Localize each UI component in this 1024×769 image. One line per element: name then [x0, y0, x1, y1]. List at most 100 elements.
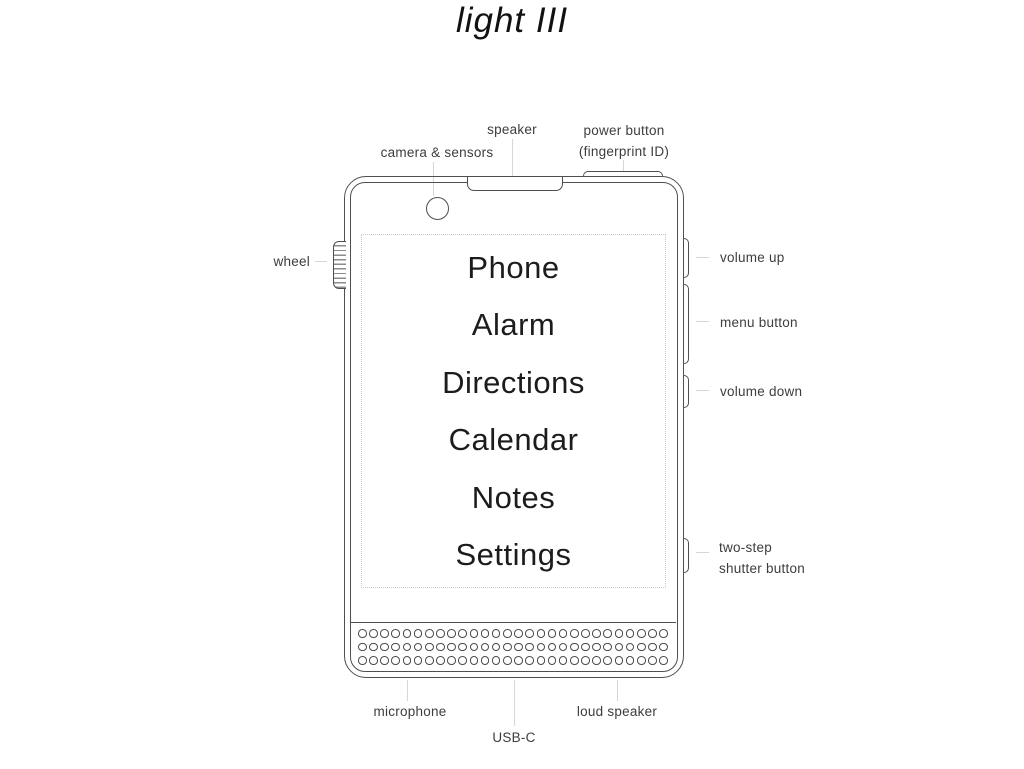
- grille-hole: [603, 656, 613, 665]
- grille-hole: [458, 629, 467, 638]
- grille-hole: [391, 629, 401, 638]
- grille-hole: [402, 629, 412, 638]
- grille-hole: [503, 629, 512, 638]
- grille-hole: [391, 642, 401, 652]
- grille-hole: [402, 642, 412, 652]
- grille-hole: [458, 656, 467, 665]
- grille-row: [358, 629, 668, 638]
- grille-hole: [447, 629, 456, 638]
- grille-hole: [536, 629, 546, 638]
- camera-connector-line: [433, 162, 434, 196]
- phone-body-outline: [344, 176, 684, 678]
- loud-speaker-label: loud speaker: [576, 704, 658, 719]
- grille-hole: [424, 656, 434, 665]
- power-button-label: power button (fingerprint ID): [579, 121, 669, 162]
- grille-hole: [569, 656, 579, 665]
- grille-hole: [369, 642, 378, 652]
- grille-hole: [447, 656, 456, 665]
- grille-hole: [525, 629, 534, 638]
- volume-up-connector-line: [696, 257, 709, 258]
- grille-hole: [503, 642, 512, 652]
- grille-hole: [424, 642, 434, 652]
- grille-hole: [547, 629, 557, 638]
- grille-hole: [491, 656, 501, 665]
- grille-hole: [536, 656, 546, 665]
- usb-c-connector-line: [514, 680, 515, 726]
- grille-hole: [358, 642, 367, 652]
- grille-hole: [436, 642, 445, 652]
- camera-sensors-label: camera & sensors: [380, 145, 494, 160]
- grille-hole: [413, 642, 423, 652]
- grille-hole: [380, 629, 389, 638]
- grille-hole: [648, 656, 657, 665]
- grille-hole: [380, 656, 389, 665]
- power-button: [583, 171, 663, 177]
- power-button-label-line1: power button: [583, 123, 665, 138]
- shutter-button-label-line2: shutter button: [719, 560, 806, 576]
- wheel-connector-line: [315, 261, 327, 262]
- grille-hole: [436, 629, 445, 638]
- grille-hole: [603, 642, 613, 652]
- grille-hole: [558, 642, 568, 652]
- grille-hole: [525, 656, 534, 665]
- grille-hole: [558, 629, 568, 638]
- speaker-connector-line: [512, 139, 513, 183]
- grille-hole: [469, 642, 479, 652]
- loud-speaker-connector-line: [617, 680, 618, 701]
- grille-hole: [447, 642, 456, 652]
- usb-c-label: USB-C: [492, 730, 536, 745]
- menu-item-alarm: Alarm: [471, 307, 556, 343]
- grille-hole: [581, 629, 590, 638]
- grille-hole: [536, 642, 546, 652]
- menu-item-phone: Phone: [467, 250, 560, 285]
- menu-button-label: menu button: [720, 315, 798, 330]
- shutter-connector-line: [696, 552, 709, 553]
- grille-hole: [424, 629, 434, 638]
- earpiece-speaker: [467, 177, 563, 191]
- menu-item-notes: Notes: [471, 479, 556, 515]
- shutter-button-label-line1: two-step: [719, 540, 773, 555]
- grille-hole: [514, 642, 523, 652]
- grille-hole: [380, 642, 389, 652]
- grille-hole: [625, 642, 635, 652]
- grille-hole: [369, 656, 378, 665]
- grille-hole: [592, 629, 601, 638]
- grille-hole: [413, 656, 423, 665]
- grille-hole: [659, 642, 668, 652]
- wheel-label: wheel: [273, 254, 310, 269]
- menu-button: [683, 284, 689, 364]
- volume-down-connector-line: [696, 390, 709, 391]
- grille-hole: [569, 642, 579, 652]
- grille-hole: [402, 656, 412, 665]
- grille-hole: [592, 642, 601, 652]
- volume-down-button: [683, 375, 689, 408]
- microphone-label: microphone: [373, 704, 447, 719]
- grille-hole: [469, 629, 479, 638]
- grille-hole: [514, 656, 523, 665]
- grille-hole: [358, 629, 367, 638]
- grille-hole: [614, 629, 624, 638]
- grille-hole: [636, 656, 646, 665]
- scroll-wheel: [333, 241, 346, 289]
- grille-hole: [413, 629, 423, 638]
- grille-divider-line: [351, 622, 676, 623]
- grille-hole: [491, 642, 501, 652]
- grille-hole: [648, 642, 657, 652]
- grille-hole: [491, 629, 501, 638]
- grille-hole: [547, 642, 557, 652]
- grille-hole: [503, 656, 512, 665]
- grille-hole: [659, 656, 668, 665]
- grille-row: [358, 642, 668, 652]
- two-step-shutter-button: [683, 538, 689, 573]
- menu-item-directions: Directions: [442, 364, 585, 400]
- grille-hole: [592, 656, 601, 665]
- shutter-button-label: two-step shutter button: [719, 538, 805, 579]
- grille-hole: [480, 642, 490, 652]
- menu-button-connector-line: [696, 321, 709, 322]
- grille-hole: [358, 656, 367, 665]
- grille-hole: [525, 642, 534, 652]
- microphone-connector-line: [407, 680, 408, 701]
- grille-hole: [458, 642, 467, 652]
